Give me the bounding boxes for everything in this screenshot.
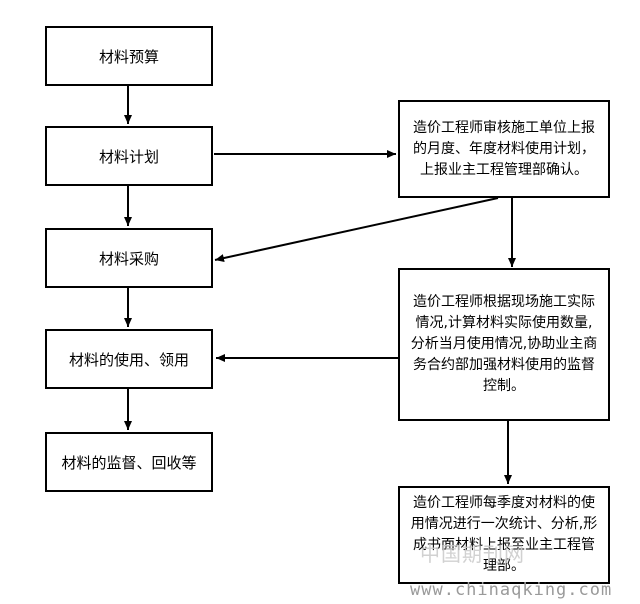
box-material-use: 材料的使用、领用 bbox=[45, 329, 213, 389]
box-actual-usage-text: 造价工程师根据现场施工实际情况,计算材料实际使用数量,分析当月使用情况,协助业主… bbox=[410, 294, 598, 394]
box-material-supervision: 材料的监督、回收等 bbox=[45, 432, 213, 492]
watermark-url: www.chinaqking.com bbox=[410, 580, 613, 600]
box-material-purchase-label: 材料采购 bbox=[98, 249, 159, 268]
box-material-purchase: 材料采购 bbox=[45, 228, 213, 288]
box-quarterly-stats: 造价工程师每季度对材料的使用情况进行一次统计、分析,形成书面材料上报至业主工程管… bbox=[398, 486, 610, 584]
box-material-use-label: 材料的使用、领用 bbox=[68, 350, 189, 369]
box-review-plan: 造价工程师审核施工单位上报的月度、年度材料使用计划，上报业主工程管理部确认。 bbox=[398, 100, 610, 198]
box-review-plan-text: 造价工程师审核施工单位上报的月度、年度材料使用计划，上报业主工程管理部确认。 bbox=[413, 119, 595, 178]
box-material-plan-label: 材料计划 bbox=[98, 147, 159, 166]
box-material-budget-label: 材料预算 bbox=[98, 47, 159, 66]
box-material-budget: 材料预算 bbox=[45, 26, 213, 86]
box-quarterly-stats-text: 造价工程师每季度对材料的使用情况进行一次统计、分析,形成书面材料上报至业主工程管… bbox=[410, 495, 598, 574]
watermark-text: 中国期刊网 bbox=[420, 542, 525, 566]
box-material-plan: 材料计划 bbox=[45, 126, 213, 186]
box-actual-usage: 造价工程师根据现场施工实际情况,计算材料实际使用数量,分析当月使用情况,协助业主… bbox=[398, 268, 610, 421]
arrow-review-to-purchase bbox=[214, 197, 499, 262]
box-material-supervision-label: 材料的监督、回收等 bbox=[61, 453, 197, 472]
